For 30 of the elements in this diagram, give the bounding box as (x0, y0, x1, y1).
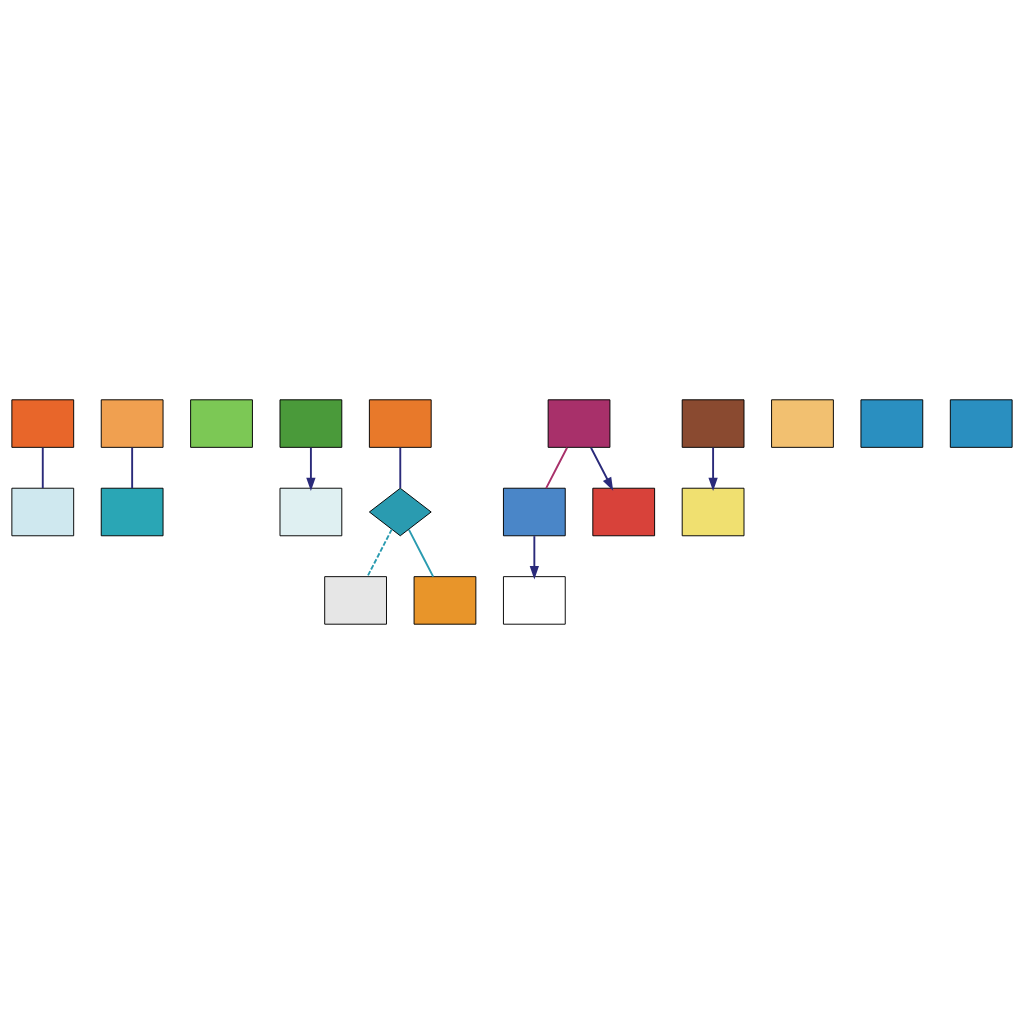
node-box (279, 399, 343, 448)
node-box (547, 399, 611, 448)
arrow (529, 535, 539, 580)
node-box (592, 487, 656, 537)
node-box (413, 576, 477, 625)
node-box (190, 399, 253, 448)
node-box (11, 399, 75, 448)
node-box (100, 487, 164, 537)
node-box (771, 399, 834, 448)
node-box (681, 487, 745, 537)
node-box (11, 487, 75, 537)
connector (407, 528, 435, 578)
connector (399, 446, 402, 490)
arrow (708, 446, 718, 491)
connector (545, 446, 568, 490)
node-diamond (368, 487, 432, 537)
node-box (681, 399, 745, 448)
node-box (502, 576, 566, 625)
node-box (502, 487, 566, 537)
node-box (324, 576, 387, 625)
connector (41, 446, 44, 490)
connector (366, 528, 393, 578)
node-box (100, 399, 164, 448)
arrow (306, 446, 316, 491)
connector (131, 446, 134, 490)
arrow (590, 446, 614, 491)
node-box (368, 399, 432, 448)
node-box (949, 399, 1013, 448)
node-box (279, 487, 343, 537)
node-box (860, 399, 924, 448)
